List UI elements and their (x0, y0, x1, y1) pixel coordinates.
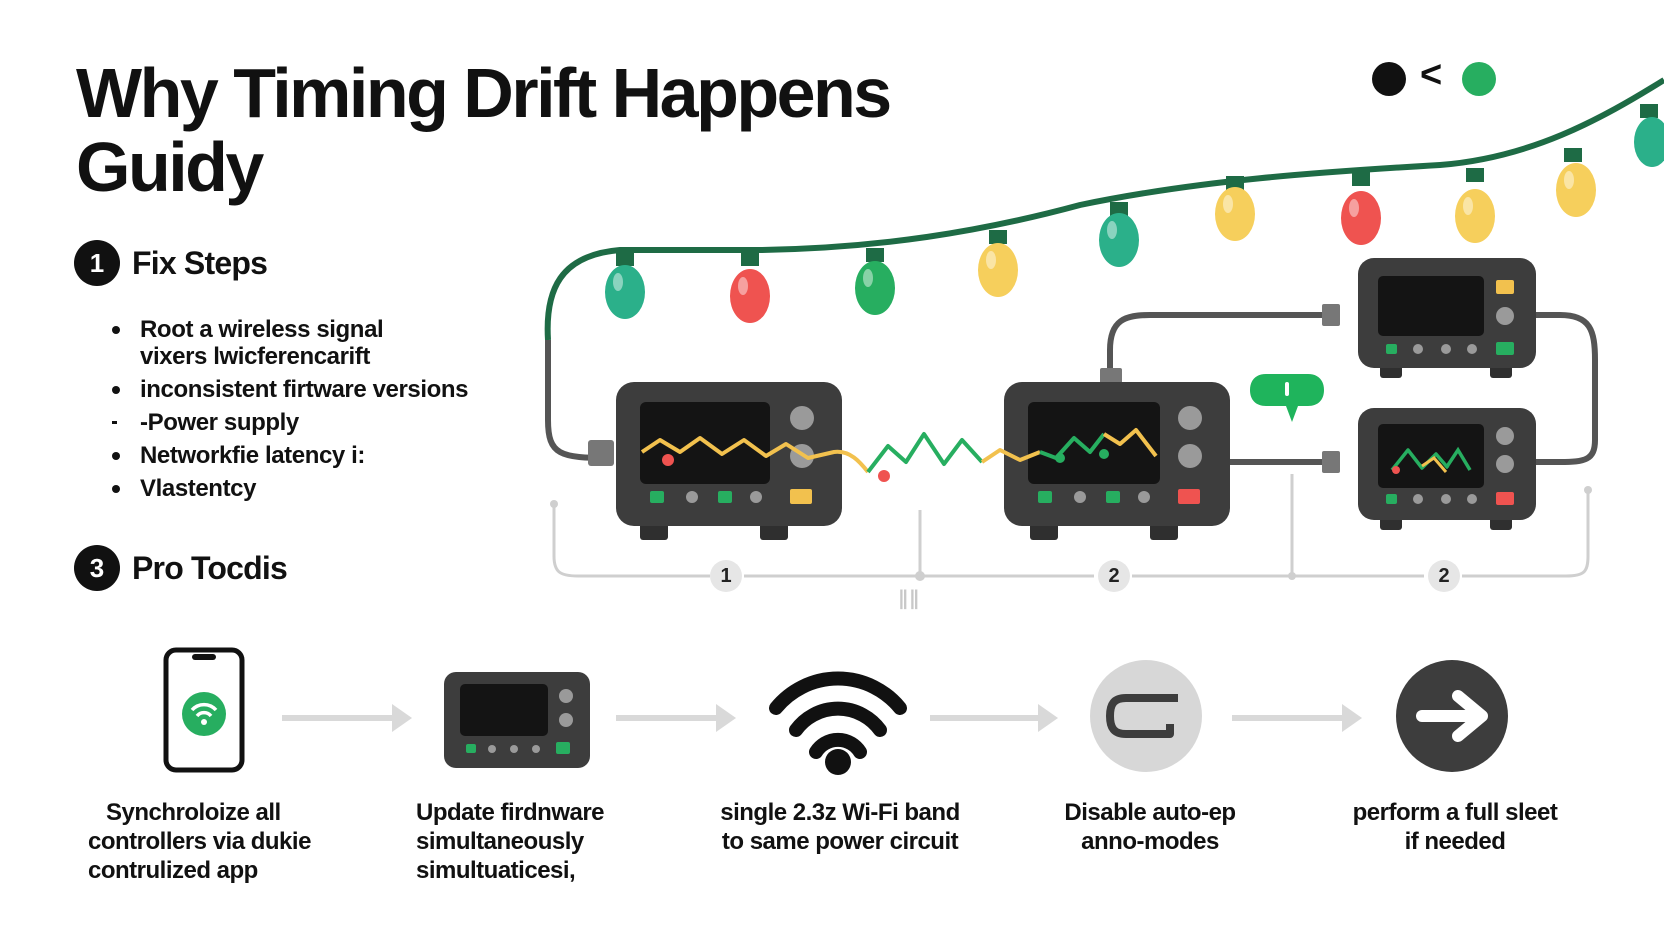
signal-node (1055, 453, 1065, 463)
list-item-text: inconsistent firtware versions (140, 376, 469, 403)
step-caption: single 2.3z Wi-Fi band to same power cir… (700, 798, 980, 856)
back-chevron-icon[interactable]: < (1420, 54, 1443, 96)
fix-steps-header: 1 Fix Steps (74, 240, 268, 286)
step-caption: Synchroloize all controllers via dukie c… (88, 798, 348, 885)
bulb (1099, 202, 1139, 267)
step-arrow (282, 704, 412, 732)
step-arrow (616, 704, 736, 732)
sequence-badge: 2 (1098, 560, 1130, 592)
list-item-text: Root a wireless signal (140, 316, 384, 343)
tick-label: ∥∥ (898, 588, 920, 610)
green-dot-icon[interactable] (1462, 62, 1496, 96)
step-arrow (930, 704, 1058, 732)
bulb (605, 252, 645, 319)
signal-node (1099, 449, 1109, 459)
step-caption-line: contrulized app (88, 857, 258, 884)
bulb (978, 230, 1018, 297)
sequence-connector (1462, 490, 1590, 578)
title-line-2: Guidy (76, 128, 264, 206)
loop-icon (1090, 660, 1202, 772)
list-item-text: -Power supply (140, 409, 299, 436)
signal-wave-yellow (980, 448, 1041, 464)
step-caption-line: simultuaticesi, (416, 857, 576, 884)
step-caption-line: single 2.3z Wi-Fi band (720, 799, 960, 826)
controller-device (1004, 382, 1230, 540)
section-number-badge: 3 (74, 545, 120, 591)
section-label: Fix Steps (132, 244, 268, 281)
sequence-badge: 1 (710, 560, 742, 592)
step-arrow (1232, 704, 1362, 732)
bulb (1341, 172, 1381, 245)
cable (1530, 312, 1598, 465)
list-item: Root a wireless signal vixers lwicferenc… (112, 316, 532, 370)
signal-wave-green (866, 432, 984, 474)
sequence-badge: 2 (1428, 560, 1460, 592)
list-item-text: vixers lwicferencarift (140, 343, 370, 370)
step-caption-line: anno-modes (1081, 828, 1219, 855)
step-caption-line: Update firdnware (416, 799, 605, 826)
section-number-badge: 1 (74, 240, 120, 286)
cable (1107, 312, 1330, 390)
bulb (1455, 168, 1495, 243)
fix-steps-list: Root a wireless signal vixers lwicferenc… (112, 316, 532, 508)
bulb (730, 252, 770, 323)
signal-node (1392, 466, 1400, 474)
signal-node (878, 470, 890, 482)
step-caption-line: if needed (1404, 828, 1506, 855)
page-title: Why Timing Drift Happens Guidy (76, 56, 956, 204)
bulb (1556, 148, 1596, 217)
signal-wave-yellow (1102, 428, 1158, 458)
black-dot-icon[interactable] (1372, 62, 1406, 96)
step-caption: Disable auto-ep anno-modes (1030, 798, 1270, 856)
controller-device (1358, 408, 1536, 530)
step-caption-line: perform a full sleet (1352, 799, 1558, 826)
smartphone-wifi-icon (163, 647, 245, 773)
step-caption: Update firdnware simultaneously simultua… (416, 798, 666, 885)
controller-device (1358, 258, 1536, 378)
controller-device (616, 382, 842, 540)
list-item: Networkfie latency i: (112, 442, 532, 469)
step-caption-line: controllers via dukie (88, 828, 311, 855)
light-string-wire (544, 77, 1664, 341)
wifi-icon (769, 671, 907, 775)
section-label: Pro Tocdis (132, 549, 288, 586)
signal-wave-green (1039, 432, 1106, 460)
step-caption-line: Disable auto-ep (1064, 799, 1236, 826)
bulb (1634, 104, 1664, 167)
list-item: inconsistent firtware versions (112, 376, 532, 403)
list-item: Vlastentcy (112, 475, 532, 502)
bulb (1215, 176, 1255, 241)
signal-wave-mini (1421, 456, 1448, 473)
signal-wave-yellow (640, 436, 870, 474)
step-caption: perform a full sleet if needed (1330, 798, 1580, 856)
list-item-text: Networkfie latency i: (140, 442, 366, 469)
title-line-1: Why Timing Drift Happens (76, 54, 892, 132)
controller-icon (444, 672, 590, 768)
step-caption-line: Synchroloize all (106, 799, 281, 826)
alert-bubble-icon (1250, 374, 1324, 422)
step-caption-line: simultaneously (416, 828, 584, 855)
window-controls: < (1372, 54, 1502, 100)
step-caption-line: to same power circuit (721, 828, 959, 855)
sequence-connector (552, 504, 710, 578)
signal-wave-mini (1390, 448, 1450, 472)
arrow-right-icon (1396, 660, 1508, 772)
list-item: -Power supply (112, 409, 532, 436)
signal-wave-mini (1444, 446, 1472, 471)
signal-node (662, 454, 674, 466)
list-item-text: Vlastentcy (140, 475, 257, 502)
pro-tools-header: 3 Pro Tocdis (74, 545, 288, 591)
bulb (855, 248, 895, 315)
